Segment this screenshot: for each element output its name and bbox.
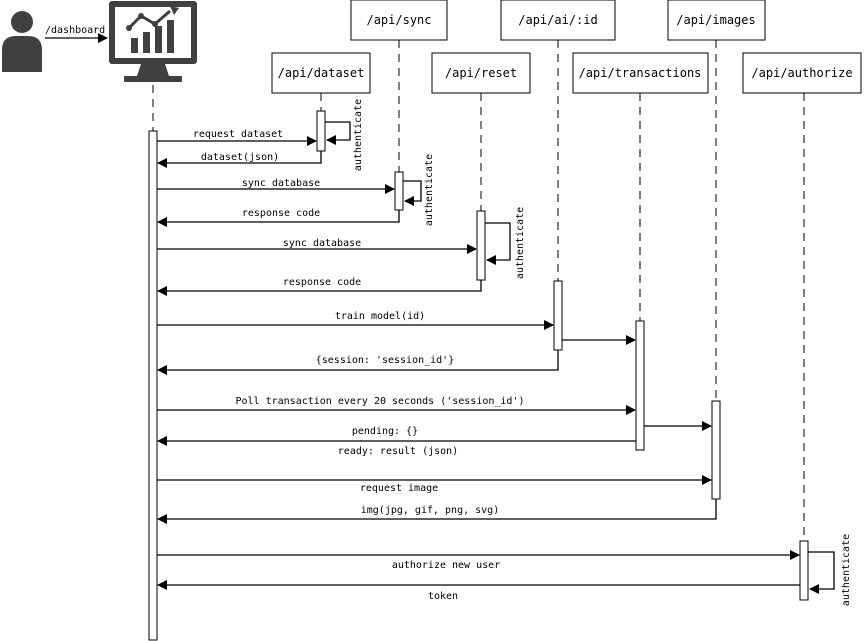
activation-reset [476, 210, 486, 281]
self-call-label-authorize: authenticate [841, 534, 852, 606]
endpoint-label-images: /api/images [676, 13, 755, 27]
message-sync-database: sync database [157, 178, 395, 194]
self-call-reset: authenticate [485, 207, 526, 279]
message-label: sync database [242, 178, 320, 189]
message-label: pending: {} [352, 426, 418, 437]
message-label: Poll transaction every 20 seconds ('sess… [236, 396, 525, 407]
message-label: train model(id) [335, 311, 425, 322]
activation-images [711, 400, 721, 500]
self-call-label-sync: authenticate [424, 154, 435, 226]
message-request-dataset: request dataset [157, 129, 317, 146]
message-pending: pending: {} ready: result (json) [157, 426, 636, 457]
message-label: img(jpg, gif, png, svg) [361, 505, 499, 516]
endpoint-label-ai: /api/ai/:id [518, 13, 597, 27]
monitor-chart-icon [109, 1, 197, 82]
endpoint-box-sync: /api/sync [350, 0, 448, 41]
message-label: request dataset [193, 129, 283, 140]
message-dataset-json: dataset(json) [157, 151, 322, 168]
message-session-id: {session: 'session_id'} [157, 350, 559, 375]
self-call-label-dataset: authenticate [353, 99, 364, 171]
message-poll-transaction: Poll transaction every 20 seconds ('sess… [157, 396, 636, 415]
message-image-response: img(jpg, gif, png, svg) [157, 499, 717, 524]
message-authorize-user: authorize new user [157, 550, 800, 571]
activation-ai [553, 280, 563, 351]
endpoint-box-ai: /api/ai/:id [500, 0, 616, 41]
self-call-sync: authenticate [403, 154, 435, 226]
message-token: token [157, 580, 800, 602]
endpoint-label-reset: /api/reset [445, 66, 517, 80]
self-call-label-reset: authenticate [515, 207, 526, 279]
endpoint-label-authorize: /api/authorize [751, 66, 852, 80]
message-label: response code [283, 277, 361, 288]
endpoint-label-dataset: /api/dataset [278, 66, 365, 80]
message-label: request image [360, 483, 438, 494]
activation-transactions [635, 320, 645, 451]
self-call-authorize: authenticate [808, 534, 852, 606]
message-reset-response: response code [157, 277, 482, 296]
activation-authorize [799, 540, 809, 601]
message-label: authorize new user [392, 560, 500, 571]
endpoint-box-transactions: /api/transactions [572, 52, 709, 94]
endpoint-label-sync: /api/sync [366, 13, 431, 27]
message-label: dataset(json) [201, 152, 279, 163]
self-call-dataset: authenticate [325, 99, 364, 171]
message-reset-sync-database: sync database [157, 238, 477, 254]
message-label: response code [242, 208, 320, 219]
message-train-model: train model(id) [157, 311, 554, 330]
endpoint-label-transactions: /api/transactions [579, 66, 702, 80]
endpoint-box-images: /api/images [667, 0, 766, 41]
message-label: token [428, 591, 458, 602]
message-label: {session: 'session_id'} [316, 355, 454, 366]
activation-dashboard [148, 130, 158, 641]
endpoint-box-dataset: /api/dataset [271, 52, 371, 94]
endpoint-box-reset: /api/reset [431, 52, 531, 94]
user-icon [2, 11, 42, 72]
message-sync-response: response code [157, 208, 400, 227]
activation-dataset [316, 110, 326, 152]
endpoint-box-authorize: /api/authorize [742, 52, 862, 94]
message-label: ready: result (json) [338, 446, 458, 457]
activation-sync [394, 171, 404, 211]
message-request-image: request image [157, 475, 712, 494]
message-label: sync database [283, 238, 361, 249]
actor-label: /dashboard [45, 25, 105, 36]
